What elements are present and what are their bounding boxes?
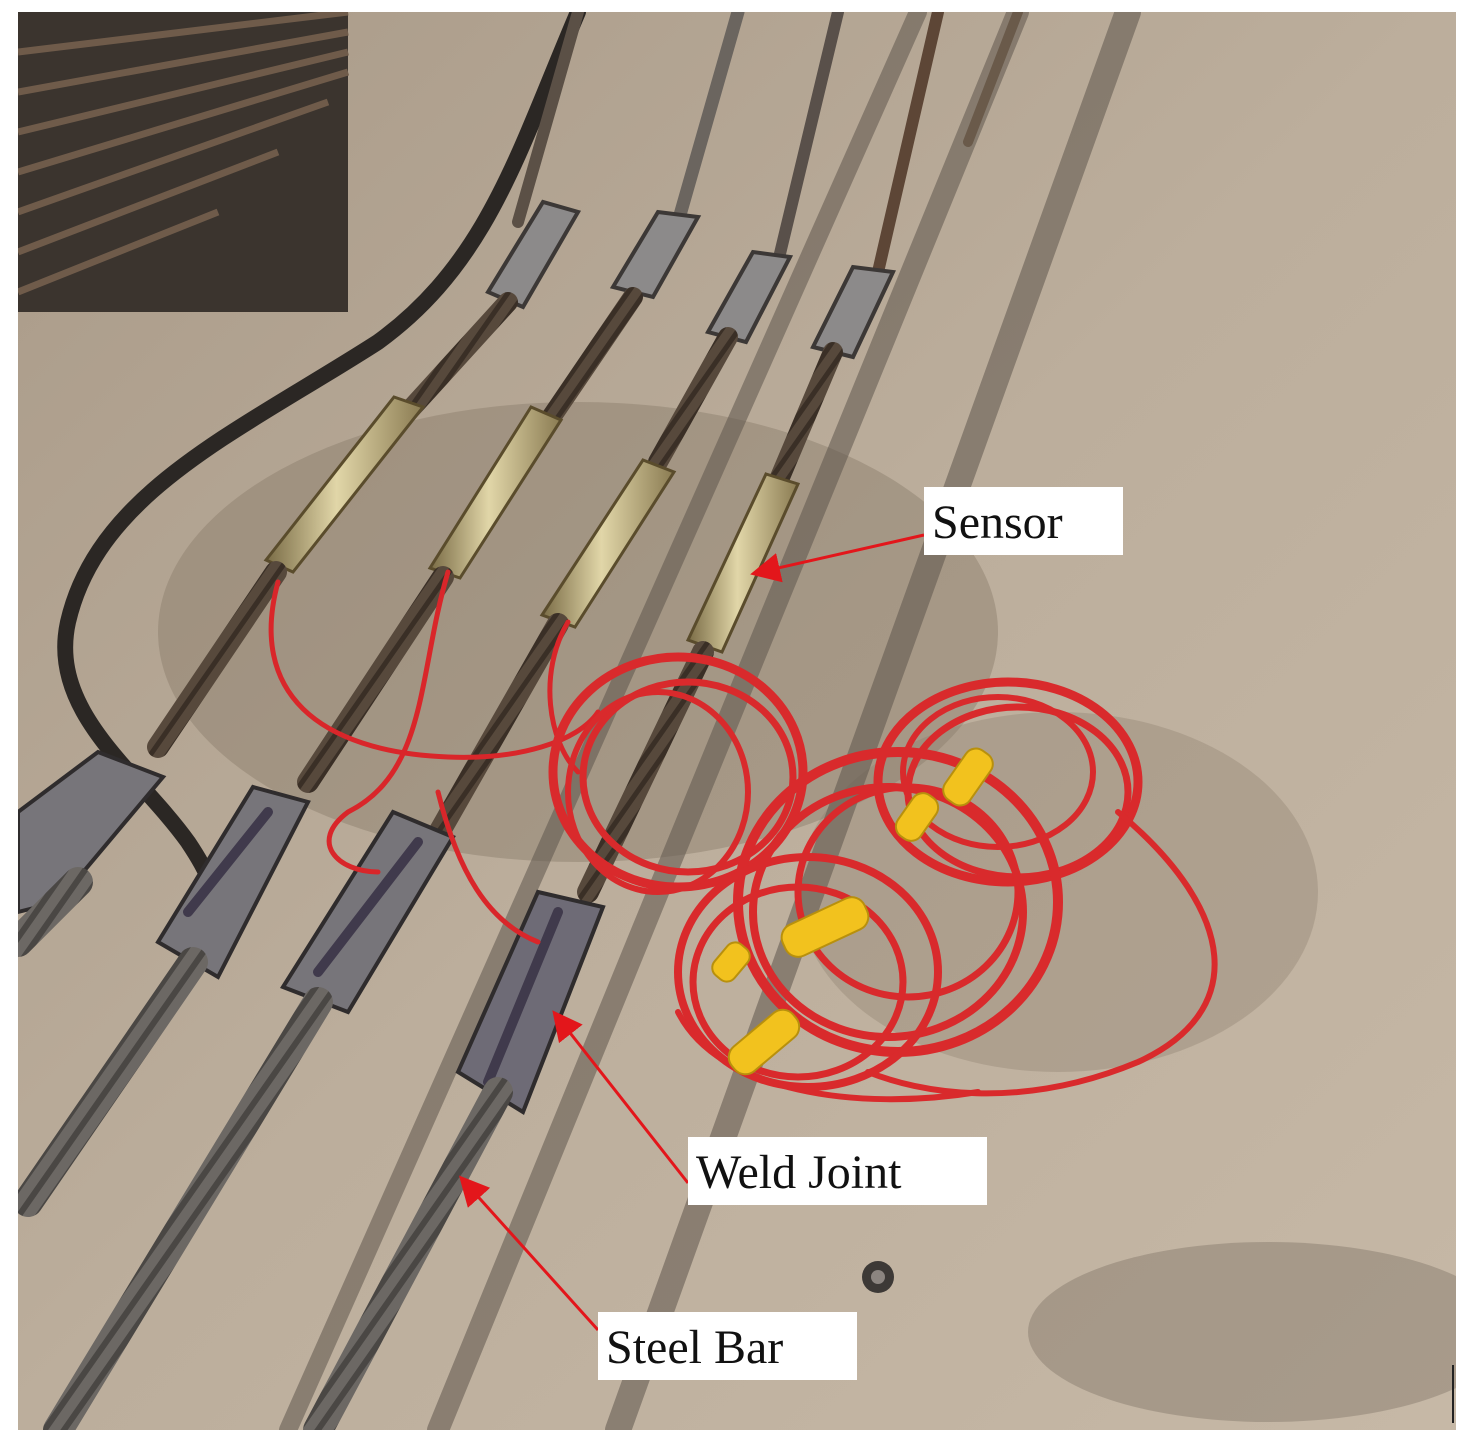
- ground-shadow: [1028, 1242, 1456, 1422]
- rebar-stack: [18, 12, 350, 312]
- steel-bar-label: Steel Bar: [598, 1312, 857, 1380]
- yellow-cable-tags: [711, 747, 994, 1076]
- thin-bars-upper: [512, 12, 1023, 278]
- weld-joint-label: Weld Joint: [688, 1137, 987, 1205]
- black-hose: [57, 12, 586, 920]
- rebar-sensor-photo: [18, 12, 1456, 1430]
- ribbed-bars-mid: [398, 287, 843, 492]
- steel-nut: [862, 1261, 894, 1293]
- steel-bars-bottom: [18, 867, 513, 1430]
- upper-weld-joints: [485, 199, 896, 360]
- red-cable-coils: [548, 652, 1218, 1103]
- sensor-sleeves: [263, 395, 801, 654]
- lower-weld-joints: [18, 749, 606, 1115]
- frame-edge-mark: [1452, 1365, 1454, 1423]
- site-photo: [18, 12, 1456, 1430]
- sensor-label: Sensor: [924, 487, 1123, 555]
- ribbed-bars-lower: [147, 561, 714, 903]
